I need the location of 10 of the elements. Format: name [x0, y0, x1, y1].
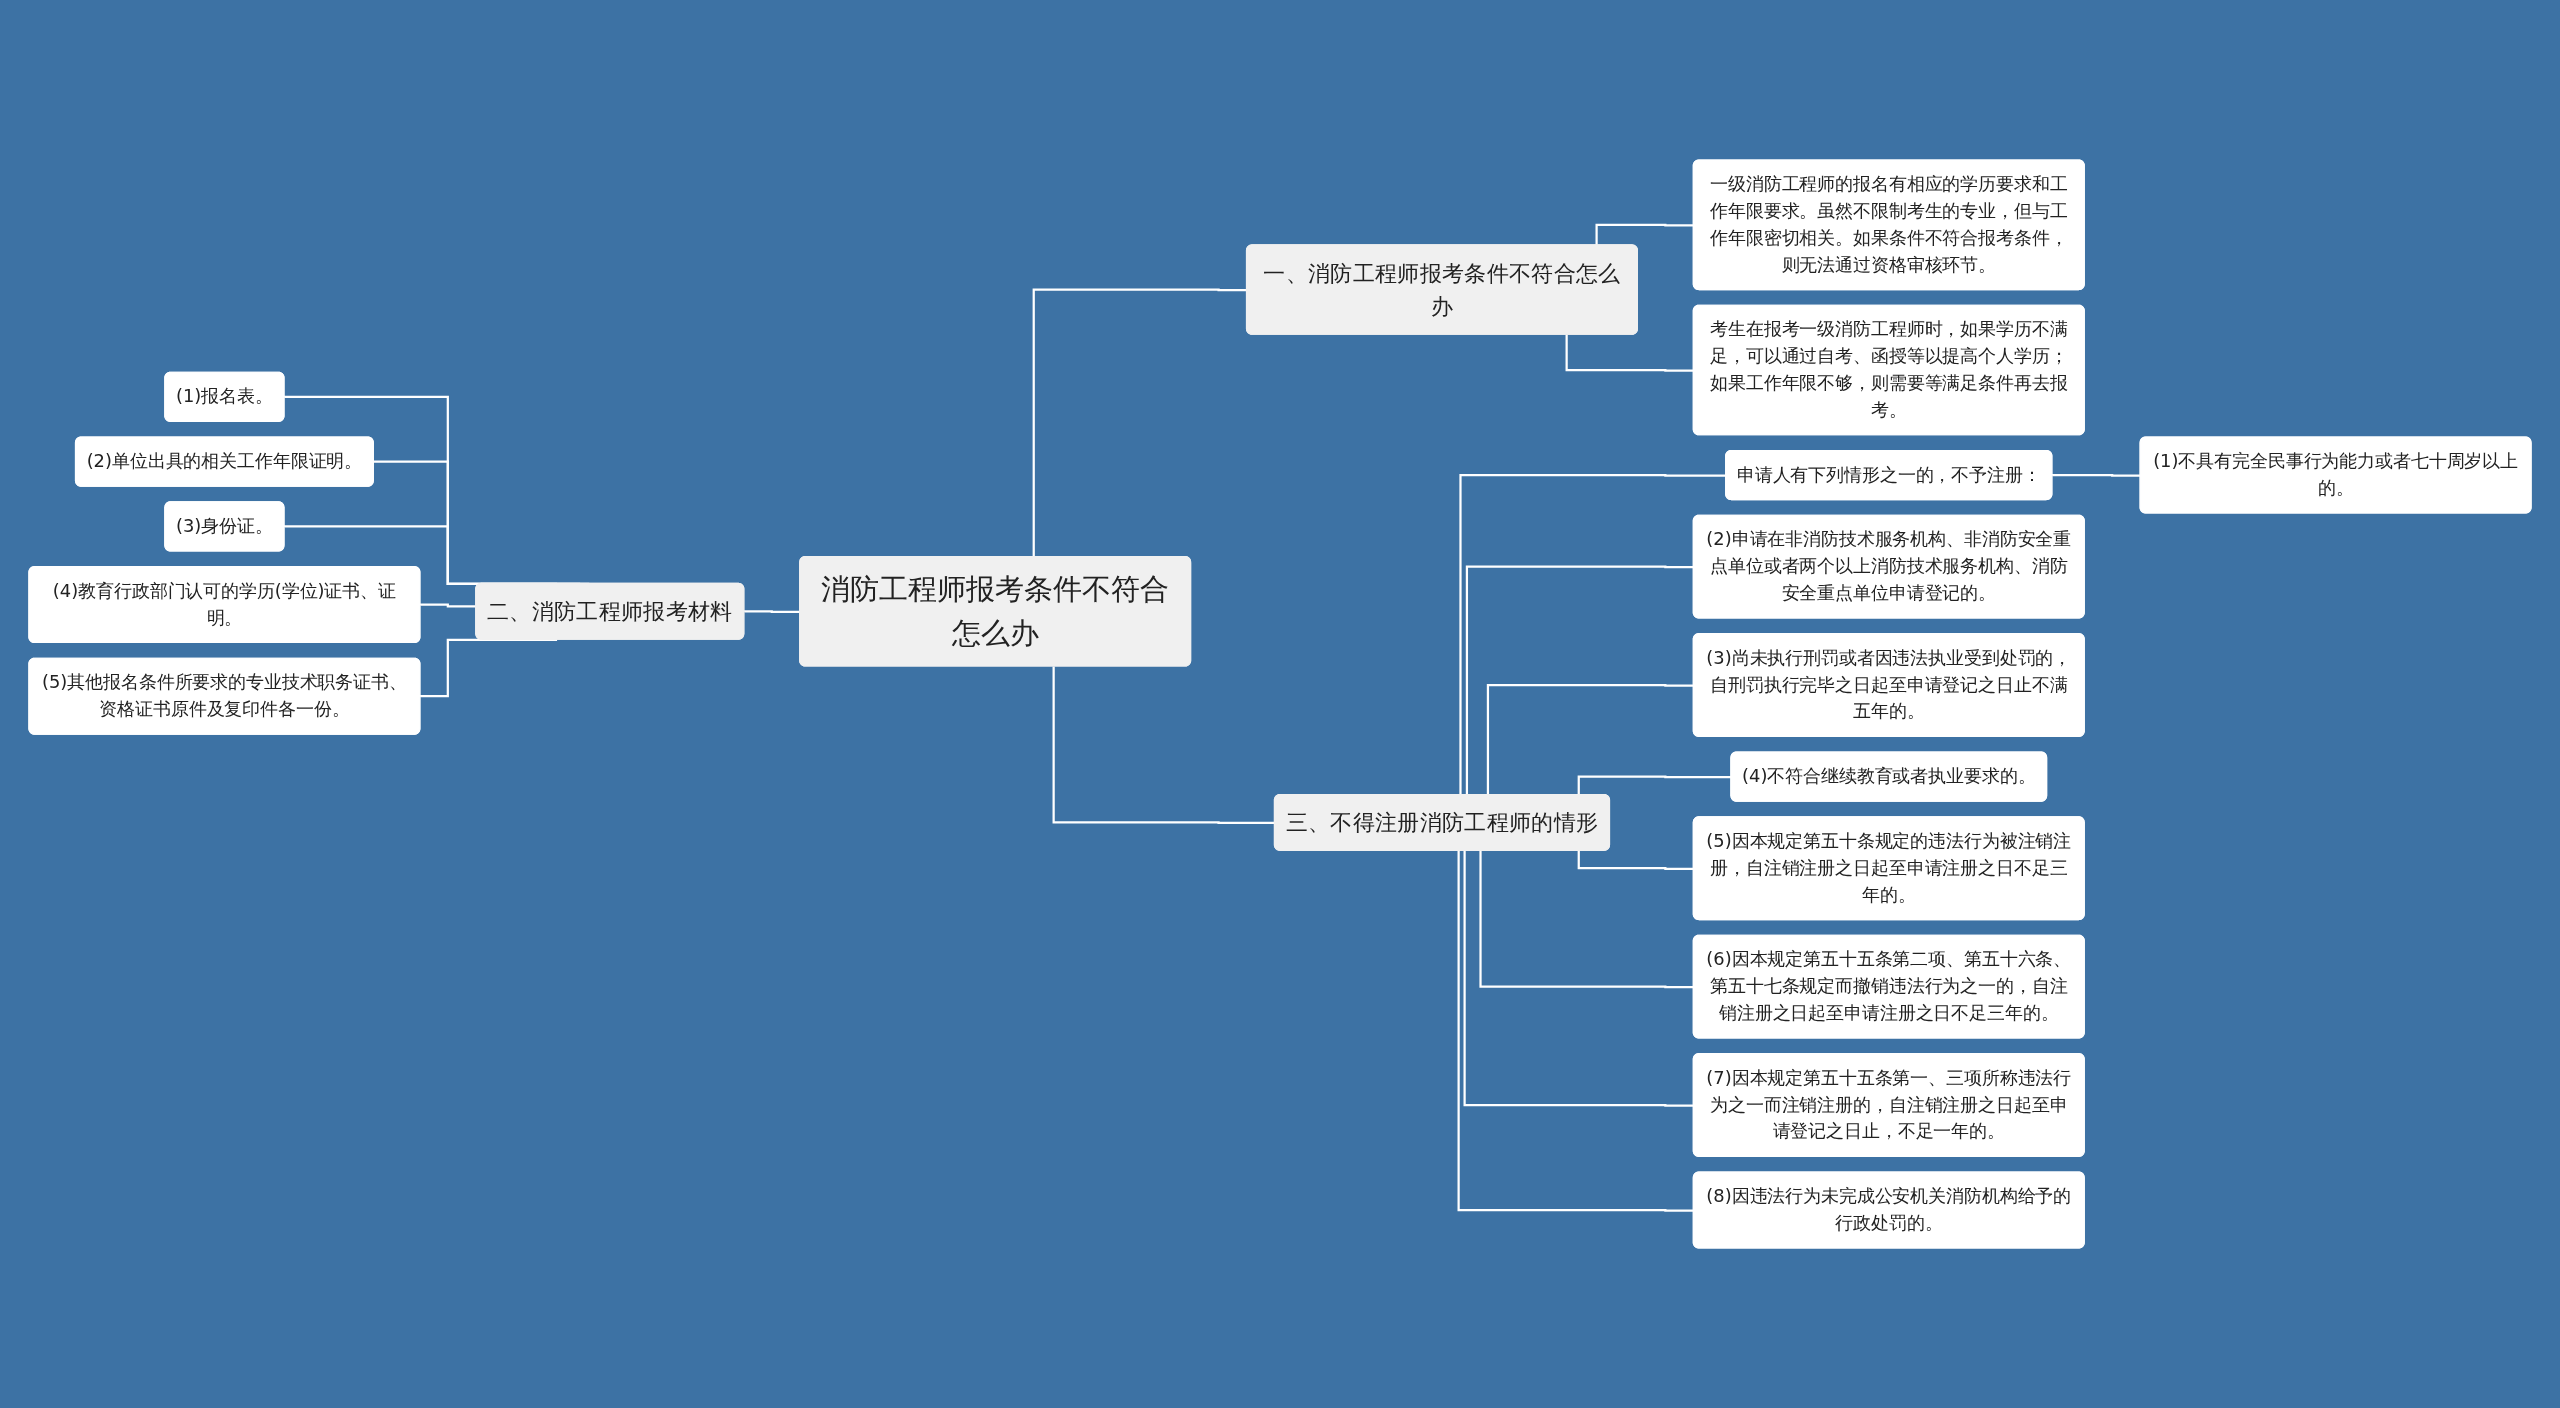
connector	[1463, 850, 1694, 1107]
connector	[1457, 850, 1694, 1212]
connector	[1595, 223, 1694, 246]
connector	[1565, 334, 1694, 372]
connector	[2051, 473, 2141, 477]
connector	[1052, 666, 1275, 825]
connector	[1465, 565, 1694, 796]
connector	[1486, 683, 1694, 796]
connector	[1479, 850, 1694, 989]
connector	[1577, 850, 1694, 870]
